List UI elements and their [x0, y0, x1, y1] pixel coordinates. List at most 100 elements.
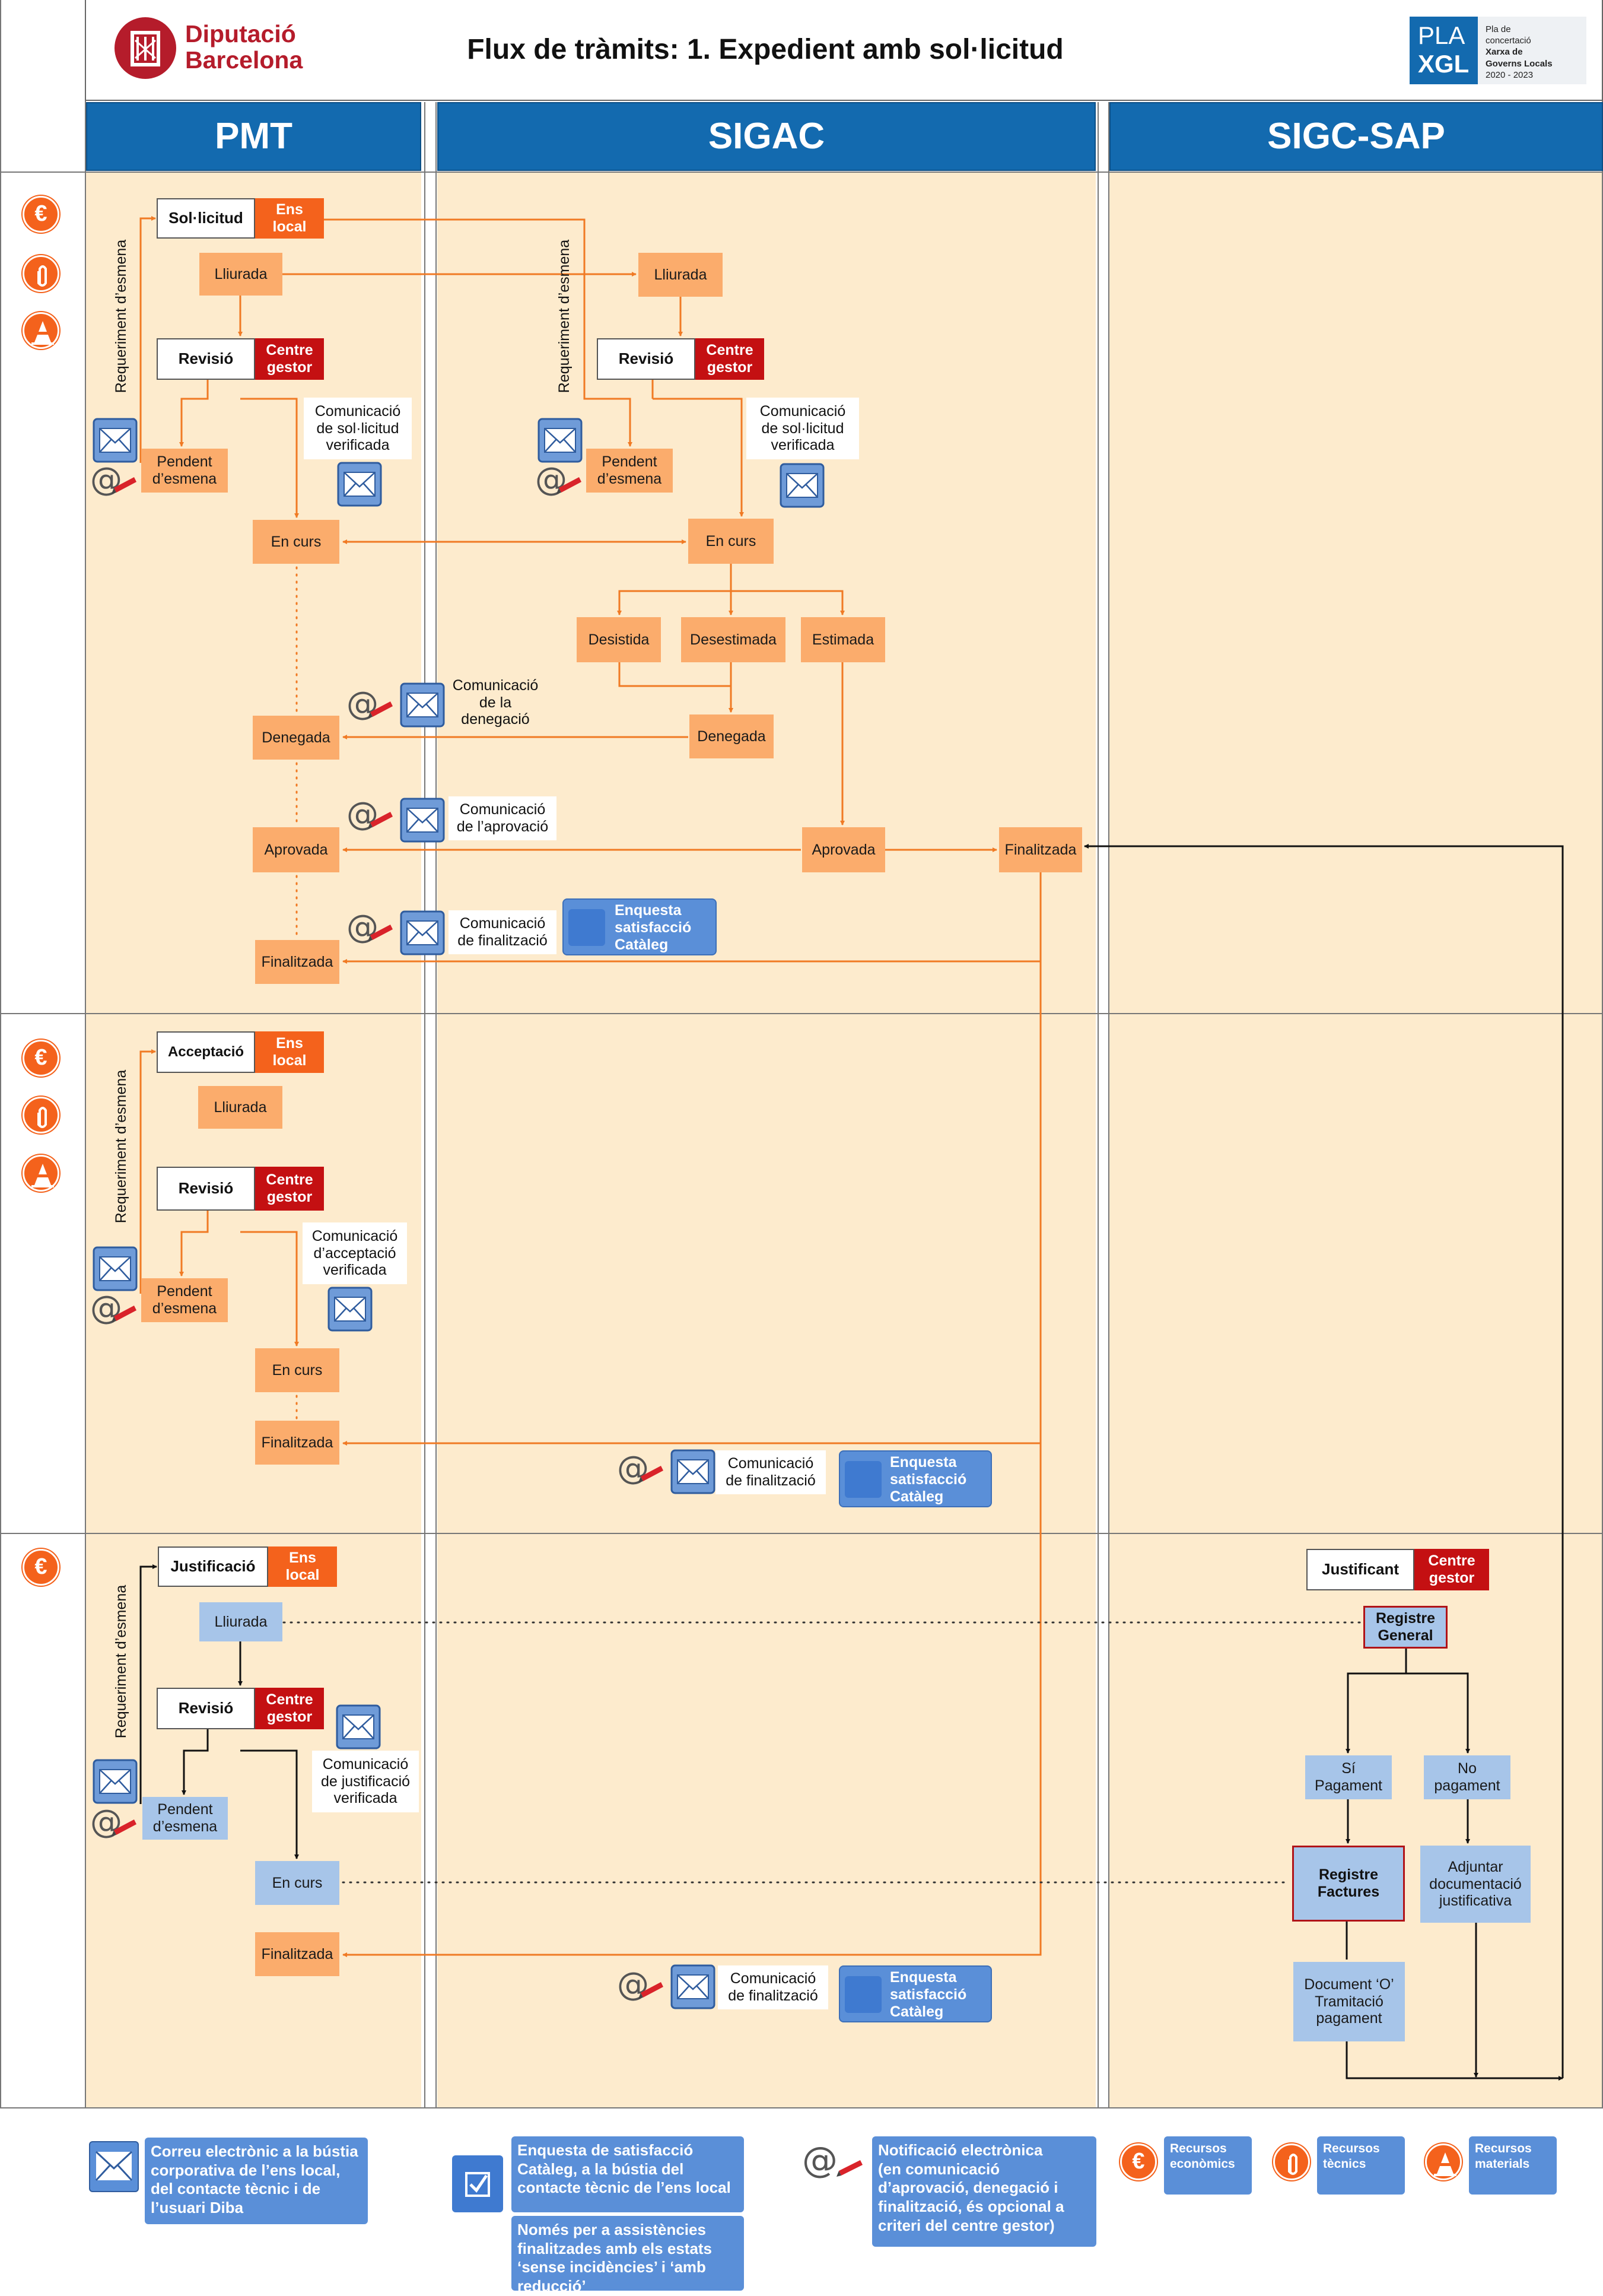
note-line1: Comunicació — [452, 677, 539, 694]
connector — [342, 1443, 1042, 1957]
pla-text-2: concertació — [1486, 36, 1531, 46]
legend-survey-note-line1: Només per a assistències — [517, 2221, 706, 2238]
envelope-icon — [89, 2141, 139, 2192]
pend-line2: d’esmena — [152, 471, 217, 487]
pend-line1: Pendent — [157, 1283, 212, 1300]
state-en-curs: En curs — [255, 1861, 339, 1905]
sigc-state-finalitzada: Finalitzada — [999, 827, 1082, 872]
envelope-icon — [93, 418, 138, 463]
at-sign-pen-icon: @ — [617, 1449, 663, 1487]
state-finalitzada: Finalitzada — [255, 1421, 339, 1465]
survey-line1: Enquesta — [890, 1454, 957, 1471]
pla-text-3: Xarxa de — [1486, 47, 1523, 58]
org-name-line1: Diputació — [185, 20, 296, 47]
state-justificant: Justificant — [1306, 1549, 1414, 1590]
survey-line3: Catàleg — [890, 2003, 944, 2020]
state-acceptacio: Acceptació — [157, 1031, 255, 1073]
envelope-icon — [337, 462, 382, 507]
legend-survey-line3: contacte tècnic de l’ens local — [517, 2178, 731, 2197]
note-line2: de sol·licitud — [316, 420, 399, 437]
column-header-sigc-sap: SIGC-SAP — [1109, 102, 1603, 171]
legend-survey-note-line2: finalitzades amb els estats — [517, 2239, 713, 2257]
tag-cg-line2: gestor — [1429, 1570, 1475, 1586]
traffic-cone-icon — [1425, 2143, 1462, 2180]
svg-text:@: @ — [346, 908, 379, 945]
at-sign-pen-icon: @ — [346, 908, 393, 945]
euro-icon: € — [23, 1040, 59, 1076]
sigac-state-en-curs: En curs — [688, 519, 774, 564]
state-revisio: Revisió — [157, 1688, 255, 1729]
tag-cg-line1: Centre — [1428, 1552, 1475, 1570]
envelope-icon — [780, 463, 825, 508]
state-lliurada: Lliurada — [198, 1086, 282, 1129]
envelope-icon — [537, 418, 583, 463]
pend-line2: d’esmena — [152, 1300, 217, 1317]
legend-notif-line2: (en comunicació — [878, 2160, 1000, 2178]
svg-text:@: @ — [90, 1289, 122, 1326]
page-title: Flux de tràmits: 1. Expedient amb sol·li… — [467, 34, 1064, 66]
paperclip-icon — [23, 1097, 59, 1133]
pend-line1: Pendent — [157, 1801, 213, 1818]
connector — [1084, 844, 1564, 2078]
connector — [240, 398, 299, 518]
note-line2: de finalització — [457, 932, 548, 949]
legend-rec-eco-line1: Recursos — [1170, 2142, 1227, 2155]
legend-mail-line2: corporativa de l’ens local, — [151, 2161, 341, 2179]
pend-line1: Pendent — [157, 453, 212, 471]
at-sign-pen-icon: @ — [346, 685, 393, 722]
note-line2: de justificació — [320, 1773, 411, 1790]
pla-xgl-text: Pla de concertació Xarxa de Governs Loca… — [1486, 24, 1553, 81]
note-line2: de finalització — [728, 1987, 818, 2004]
at-sign-pen-icon: @ — [90, 1289, 136, 1326]
note-line1: Comunicació — [314, 402, 401, 420]
note-line1: Comunicació — [730, 1970, 816, 1987]
envelope-icon — [670, 1449, 715, 1494]
pla-text-1: Pla de — [1486, 24, 1511, 34]
column-header-sigac: SIGAC — [437, 102, 1096, 171]
legend-notif-line4: finalització, és opcional a — [878, 2197, 1064, 2216]
survey-line2: satisfacció — [890, 1471, 967, 1488]
note-line2: d’acceptació — [313, 1244, 396, 1262]
pla-text-5: 2020 - 2023 — [1486, 69, 1534, 80]
sigac-state-revisio: Revisió — [597, 338, 695, 380]
tag-ens-line2: local — [272, 1052, 307, 1069]
envelope-icon — [400, 682, 445, 728]
svg-text:@: @ — [617, 1965, 649, 2003]
tag-cg-line1: Centre — [706, 342, 753, 359]
pend-line2: d’esmena — [152, 1818, 218, 1835]
label-requeriment-esmena: Requeriment d’esmena — [113, 1069, 129, 1224]
tag-cg-line2: gestor — [707, 359, 753, 376]
state-lliurada: Lliurada — [199, 253, 282, 296]
connector — [1406, 1672, 1470, 1754]
checkbox-icon — [845, 1461, 882, 1498]
note-line2: de la — [479, 694, 512, 711]
traffic-cone-icon — [23, 1155, 59, 1192]
sigac-state-denegada: Denegada — [689, 714, 774, 758]
at-sign-pen-icon: @ — [617, 1965, 663, 2003]
survey-line1: Enquesta — [890, 1969, 957, 1986]
legend-rec-tec-line2: tècnics — [1323, 2157, 1366, 2171]
connector — [179, 380, 209, 447]
note-line1: Comunicació — [759, 402, 846, 420]
note-line2: de l’aprovació — [456, 818, 549, 835]
tag-ens-line1: Ens — [276, 1035, 303, 1052]
svg-text:@: @ — [802, 2140, 838, 2181]
svg-text:@: @ — [90, 1803, 122, 1840]
pla-brand-2: XGL — [1418, 50, 1470, 78]
